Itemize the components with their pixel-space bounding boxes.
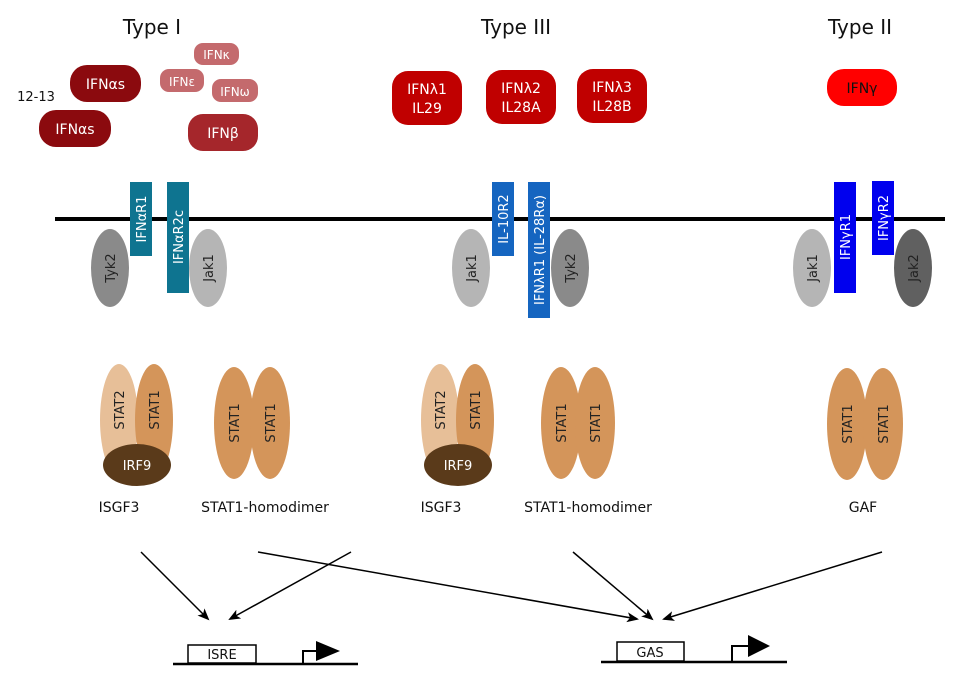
label-isgf3-type3: ISGF3: [421, 500, 462, 516]
transcription-start-arrow-icon: [302, 650, 318, 663]
receptor-ifnlr1: IFNλR1 (IL-28Rα): [528, 182, 550, 318]
svg-text:IFNαR1: IFNαR1: [135, 196, 150, 243]
gene-gas: GAS: [601, 635, 787, 664]
svg-text:Jak1: Jak1: [806, 254, 821, 283]
complex-isgf3-type1: STAT2 STAT1 IRF9: [100, 364, 173, 486]
label-homodimer-type1: STAT1-homodimer: [201, 500, 329, 516]
svg-text:IFNλ3: IFNλ3: [592, 80, 632, 96]
ifna-count-label: 12-13: [17, 90, 55, 105]
svg-text:IFNλ2: IFNλ2: [501, 81, 541, 97]
svg-text:IRF9: IRF9: [444, 459, 473, 474]
kinase-jak1-type2: Jak1: [793, 229, 831, 307]
svg-text:STAT1: STAT1: [589, 403, 604, 442]
kinase-jak1-type1: Jak1: [189, 229, 227, 307]
svg-text:STAT2: STAT2: [434, 390, 449, 429]
svg-text:IFNαs: IFNαs: [86, 77, 125, 93]
svg-text:IFNβ: IFNβ: [207, 126, 239, 142]
kinase-jak2-type2: Jak2: [894, 229, 932, 307]
svg-text:Jak2: Jak2: [907, 254, 922, 283]
svg-text:Tyk2: Tyk2: [564, 253, 579, 283]
svg-text:IFNαR2c: IFNαR2c: [172, 210, 187, 264]
svg-text:IL29: IL29: [412, 101, 442, 117]
receptor-ifnar1: IFNαR1: [130, 182, 152, 256]
svg-text:STAT1: STAT1: [555, 403, 570, 442]
gene-isre: ISRE: [173, 641, 358, 666]
svg-text:IFNκ: IFNκ: [203, 48, 230, 62]
svg-text:IFNε: IFNε: [169, 75, 195, 89]
arrow-isgf3-type1-to-isre: [140, 551, 210, 621]
complex-isgf3-type3: STAT2 STAT1 IRF9: [421, 364, 494, 486]
svg-text:IFNλ1: IFNλ1: [407, 82, 447, 98]
receptor-ifnar2c: IFNαR2c: [167, 182, 189, 293]
ligand-ifnb: IFNβ: [188, 114, 258, 151]
ligand-ifna-2: IFNαs: [39, 110, 111, 147]
receptor-il10r2: IL-10R2: [492, 182, 514, 256]
svg-text:IFNγR1: IFNγR1: [839, 214, 854, 260]
label-gaf: GAF: [849, 500, 877, 516]
ligand-ifng: IFNγ: [827, 69, 897, 106]
label-homodimer-type3: STAT1-homodimer: [524, 500, 652, 516]
svg-text:IL28B: IL28B: [592, 99, 631, 115]
svg-text:STAT1: STAT1: [264, 403, 279, 442]
svg-text:Tyk2: Tyk2: [104, 253, 119, 283]
label-isgf3-type1: ISGF3: [99, 500, 140, 516]
svg-text:GAS: GAS: [636, 646, 663, 661]
ligand-ifnl1: IFNλ1 IL29: [392, 71, 462, 125]
svg-text:STAT2: STAT2: [113, 390, 128, 429]
ligand-ifnw: IFNω: [212, 79, 258, 102]
arrow-homodimer-type3-to-gas: [572, 551, 654, 621]
svg-text:IFNγR2: IFNγR2: [877, 195, 892, 241]
arrow-gaf-to-gas: [662, 551, 883, 621]
svg-text:Jak1: Jak1: [202, 254, 217, 283]
svg-text:IFNλR1 (IL-28Rα): IFNλR1 (IL-28Rα): [533, 195, 548, 305]
svg-text:STAT1: STAT1: [228, 403, 243, 442]
svg-text:IL28A: IL28A: [501, 100, 541, 116]
receptor-ifngr1: IFNγR1: [834, 182, 856, 293]
arrow-isgf3-type3-to-isre: [228, 551, 352, 620]
arrow-homodimer-type1-to-gas: [257, 551, 639, 623]
kinase-tyk2-type3: Tyk2: [551, 229, 589, 307]
svg-text:STAT1: STAT1: [877, 404, 892, 443]
svg-text:STAT1: STAT1: [148, 390, 163, 429]
svg-text:ISRE: ISRE: [207, 648, 236, 663]
receptor-ifngr2: IFNγR2: [872, 181, 894, 255]
svg-text:STAT1: STAT1: [469, 390, 484, 429]
ligand-ifne: IFNε: [160, 69, 204, 92]
complex-stat1-homodimer-type1: STAT1 STAT1: [214, 367, 290, 479]
svg-text:IFNω: IFNω: [220, 85, 249, 99]
svg-text:IL-10R2: IL-10R2: [497, 194, 512, 243]
ligand-ifnl3: IFNλ3 IL28B: [577, 69, 647, 123]
complex-stat1-homodimer-type3: STAT1 STAT1: [541, 367, 615, 479]
kinase-tyk2-type1: Tyk2: [91, 229, 129, 307]
svg-text:IFNγ: IFNγ: [847, 81, 878, 97]
svg-text:STAT1: STAT1: [841, 404, 856, 443]
complex-gaf: STAT1 STAT1: [827, 368, 903, 480]
title-type3: Type III: [480, 15, 551, 39]
transcription-start-arrow-icon: [731, 645, 750, 661]
ligand-ifnk: IFNκ: [194, 43, 239, 65]
title-type2: Type II: [827, 15, 892, 39]
title-type1: Type I: [122, 15, 181, 39]
svg-text:IRF9: IRF9: [123, 459, 152, 474]
svg-text:Jak1: Jak1: [465, 254, 480, 283]
ligand-ifnl2: IFNλ2 IL28A: [486, 70, 556, 124]
ligand-ifna-1: IFNαs: [70, 65, 141, 102]
svg-text:IFNαs: IFNαs: [55, 122, 94, 138]
kinase-jak1-type3: Jak1: [452, 229, 490, 307]
